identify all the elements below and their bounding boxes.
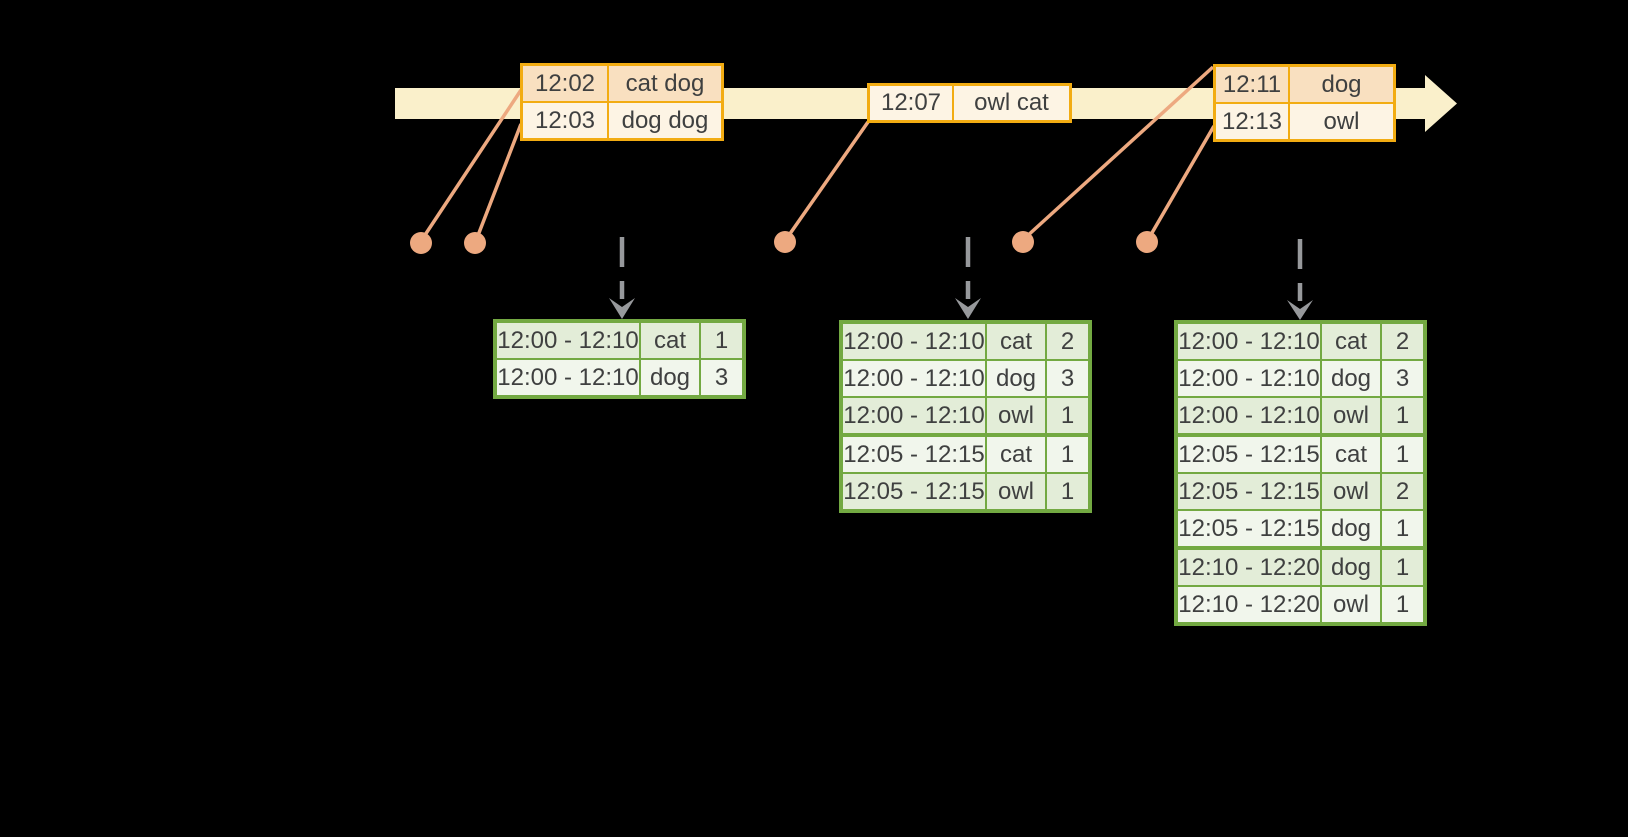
result-window: 12:00 - 12:10 [497,360,639,395]
result-word: cat [1322,324,1380,359]
result-word: dog [987,361,1045,396]
event-dot-icon [464,232,486,254]
result-window: 12:00 - 12:10 [1178,361,1320,396]
result-window: 12:00 - 12:10 [843,324,985,359]
connector-line [785,120,870,240]
result-count: 1 [1047,398,1088,433]
result-count: 1 [1382,587,1423,622]
result-window: 12:10 - 12:20 [1178,587,1320,622]
result-word: dog [641,360,699,395]
result-count: 3 [1382,361,1423,396]
result-row: 12:00 - 12:10 cat 1 [497,323,742,358]
result-count: 2 [1382,324,1423,359]
result-word: owl [1322,398,1380,433]
event-words: dog [1290,67,1393,102]
result-count: 1 [1382,437,1423,472]
trigger-arrow-heads [609,298,1313,320]
event-words: owl [1290,104,1393,139]
event-time: 12:11 [1216,67,1288,102]
result-window: 12:05 - 12:15 [843,474,985,509]
event-table-3: 12:11 dog 12:13 owl [1213,64,1396,142]
event-dot-icon [1012,231,1034,253]
result-count: 2 [1047,324,1088,359]
result-window: 12:00 - 12:10 [843,398,985,433]
result-row: 12:05 - 12:15 owl 2 [1178,474,1423,509]
result-window: 12:00 - 12:10 [497,323,639,358]
result-table-3: 12:00 - 12:10 cat 2 12:00 - 12:10 dog 3 … [1174,320,1427,626]
result-row: 12:05 - 12:15 cat 1 [843,437,1088,472]
result-count: 1 [701,323,742,358]
result-table-2: 12:00 - 12:10 cat 2 12:00 - 12:10 dog 3 … [839,320,1092,513]
arrowhead-icon [609,298,635,319]
event-row: 12:03 dog dog [523,103,721,138]
event-words: cat dog [609,66,721,101]
result-count: 1 [1382,511,1423,546]
result-row: 12:00 - 12:10 owl 1 [1178,398,1423,433]
arrowhead-icon [955,298,981,319]
result-row: 12:05 - 12:15 owl 1 [843,474,1088,509]
event-dot-icon [410,232,432,254]
result-table-1: 12:00 - 12:10 cat 1 12:00 - 12:10 dog 3 [493,319,746,399]
event-time: 12:13 [1216,104,1288,139]
result-row: 12:05 - 12:15 cat 1 [1178,437,1423,472]
result-word: dog [1322,511,1380,546]
result-word: dog [1322,361,1380,396]
event-row: 12:07 owl cat [870,86,1069,120]
result-row: 12:00 - 12:10 dog 3 [497,360,742,395]
result-word: cat [987,437,1045,472]
result-count: 1 [1382,550,1423,585]
result-window: 12:05 - 12:15 [843,437,985,472]
result-count: 2 [1382,474,1423,509]
result-row: 12:00 - 12:10 owl 1 [843,398,1088,433]
result-window: 12:00 - 12:10 [1178,324,1320,359]
result-row: 12:10 - 12:20 dog 1 [1178,550,1423,585]
result-row: 12:05 - 12:15 dog 1 [1178,511,1423,546]
result-count: 1 [1047,474,1088,509]
trigger-arrow-shafts [619,237,1303,301]
result-word: cat [641,323,699,358]
connector-line [1023,65,1215,240]
result-count: 3 [1047,361,1088,396]
result-word: owl [987,474,1045,509]
event-connector-lines [421,65,1216,240]
result-row: 12:00 - 12:10 dog 3 [843,361,1088,396]
connector-line [475,123,523,239]
result-word: owl [987,398,1045,433]
event-row: 12:11 dog [1216,67,1393,102]
result-window: 12:05 - 12:15 [1178,474,1320,509]
event-dot-icon [774,231,796,253]
event-dots [410,231,1158,254]
event-time: 12:03 [523,103,607,138]
result-count: 1 [1047,437,1088,472]
result-window: 12:05 - 12:15 [1178,511,1320,546]
event-time: 12:07 [870,86,952,120]
event-table-2: 12:07 owl cat [867,83,1072,123]
result-window: 12:00 - 12:10 [843,361,985,396]
result-word: owl [1322,474,1380,509]
event-row: 12:13 owl [1216,104,1393,139]
event-row: 12:02 cat dog [523,66,721,101]
result-word: dog [1322,550,1380,585]
result-count: 3 [701,360,742,395]
connector-line [1147,125,1216,239]
result-count: 1 [1382,398,1423,433]
result-word: owl [1322,587,1380,622]
result-row: 12:00 - 12:10 cat 2 [843,324,1088,359]
event-words: dog dog [609,103,721,138]
result-window: 12:05 - 12:15 [1178,437,1320,472]
event-words: owl cat [954,86,1069,120]
arrowhead-icon [1287,300,1313,320]
event-time: 12:02 [523,66,607,101]
result-row: 12:00 - 12:10 dog 3 [1178,361,1423,396]
event-dot-icon [1136,231,1158,253]
result-window: 12:10 - 12:20 [1178,550,1320,585]
result-word: cat [987,324,1045,359]
result-window: 12:00 - 12:10 [1178,398,1320,433]
result-word: cat [1322,437,1380,472]
event-table-1: 12:02 cat dog 12:03 dog dog [520,63,724,141]
connector-line [421,89,523,239]
result-row: 12:10 - 12:20 owl 1 [1178,587,1423,622]
result-row: 12:00 - 12:10 cat 2 [1178,324,1423,359]
